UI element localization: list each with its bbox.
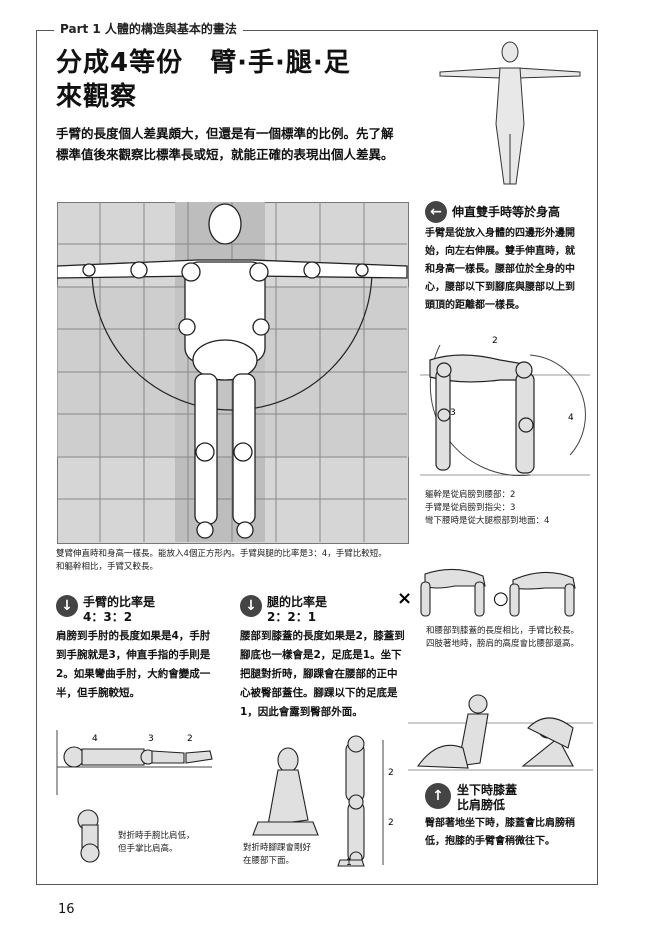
leg-caption-line-1: 對折時腳踝會剛好 <box>243 843 312 853</box>
t-pose-figure-illustration <box>439 41 581 185</box>
section-arm-height-title: 伸直雙手時等於身高 <box>452 204 561 219</box>
crawling-figures-illustration: × ○ <box>397 568 576 617</box>
intro-paragraph: 手臂的長度個人差異頗大，但還是有一個標準的比例。先了解標準值後來觀察比標準長或短… <box>56 126 394 162</box>
arrow-left-icon: ← <box>425 201 447 223</box>
section-arm-height: ← 伸直雙手時等於身高 手臂是從放入身體的四邊形外邊開始，向左右伸展。雙手伸直時… <box>425 201 575 315</box>
main-figure-caption: 雙臂伸直時和身高一樣長。能放入4個正方形內。手臂與腿的比率是3：4，手臂比較短。… <box>56 548 416 574</box>
leg-segments-illustration: 2 2 1 <box>252 735 394 868</box>
bending-figure-illustration: 2 3 4 <box>420 336 590 476</box>
arm-segments-illustration: 4 3 2 <box>56 730 213 863</box>
arm-label-3: 3 <box>148 734 154 744</box>
section-leg-ratio: ↓ 腿的比率是 2：2：1 腰部到膝蓋的長度如果是2，膝蓋到腳底也一樣會是2，足… <box>240 595 405 722</box>
section-sitting: ↑ 坐下時膝蓋 比肩膀低 臀部著地坐下時，膝蓋會比肩膀稍低，抱膝的手臂會稍微往下… <box>425 783 585 851</box>
bend-label-3: 3 <box>450 408 456 418</box>
arm-caption-line-2: 但手掌比肩高。 <box>118 844 178 854</box>
hand-ratio-text: 肩膀到手肘的長度如果是4，手肘到手腕就是3，伸直手指的手則是2。如果彎曲手肘，大… <box>56 630 211 699</box>
bend-label-2: 2 <box>492 336 498 346</box>
main-caption-line-2: 和軀幹相比，手臂又較長。 <box>56 562 159 572</box>
bend-caption-line-2: 手臂是從肩膀到指尖：3 <box>425 503 516 513</box>
main-caption-line-1: 雙臂伸直時和身高一樣長。能放入4個正方形內。手臂與腿的比率是3：4，手臂比較短。 <box>56 549 387 559</box>
hand-ratio-title-line-1: 手臂的比率是 <box>83 595 156 609</box>
arm-segments-caption: 對折時手腕比肩低， 但手掌比肩高。 <box>118 830 228 856</box>
bend-caption: 軀幹是從肩膀到腰部：2 手臂是從肩膀到指尖：3 彎下腰時是從大腿根部到地面：4 <box>425 489 585 528</box>
title-line-2: 來觀察 <box>56 82 138 112</box>
right-mark: ○ <box>493 588 509 609</box>
leg-ratio-text: 腰部到膝蓋的長度如果是2，膝蓋到腳底也一樣會是2，足底是1。坐下把腿對折時，腳踝… <box>240 630 405 718</box>
leg-caption-line-2: 在腰部下面。 <box>243 856 295 866</box>
page-number: 16 <box>58 902 75 917</box>
arrow-down-icon: ↓ <box>240 595 262 617</box>
crawl-caption: 和腰部到膝蓋的長度相比，手臂比較長。四肢著地時，膀肩的高度會比腰部還高。 <box>426 626 580 649</box>
bend-label-4: 4 <box>568 413 574 423</box>
leg-ratio-title-line-1: 腿的比率是 <box>267 595 328 609</box>
leg-label-2b: 2 <box>388 818 394 828</box>
leg-ratio-title-line-2: 2：2：1 <box>267 610 317 624</box>
arm-label-4: 4 <box>92 734 98 744</box>
section-hand-ratio: ↓ 手臂的比率是 4：3：2 肩膀到手肘的長度如果是4，手肘到手腕就是3，伸直手… <box>56 595 216 703</box>
sitting-text: 臀部著地坐下時，膝蓋會比肩膀稍低，抱膝的手臂會稍微往下。 <box>425 818 575 847</box>
arrow-up-icon: ↑ <box>425 783 451 809</box>
wrong-mark: × <box>397 588 412 609</box>
leg-label-1: 1 <box>346 858 352 868</box>
section-arm-height-text: 手臂是從放入身體的四邊形外邊開始，向左右伸展。雙手伸直時，就和身高一樣長。腰部位… <box>425 228 575 311</box>
leg-segments-caption: 對折時腳踝會剛好 在腰部下面。 <box>243 842 353 868</box>
arm-label-2: 2 <box>187 734 193 744</box>
part-title: Part 1 人體的構造與基本的畫法 <box>54 20 243 37</box>
sitting-title-line-1: 坐下時膝蓋 <box>457 783 518 797</box>
sitting-title-line-2: 比肩膀低 <box>457 798 506 812</box>
page-frame <box>36 30 598 885</box>
sitting-figures-illustration <box>408 694 593 771</box>
title-line-1: 分成4等份 臂·手·腿·足 <box>56 48 351 78</box>
bend-caption-line-1: 軀幹是從肩膀到腰部：2 <box>425 490 516 500</box>
hand-ratio-title-line-2: 4：3：2 <box>83 610 133 624</box>
leg-label-2a: 2 <box>388 768 394 778</box>
standing-figure-grid-illustration <box>57 202 409 542</box>
arrow-down-icon: ↓ <box>56 595 78 617</box>
bend-caption-line-3: 彎下腰時是從大腿根部到地面：4 <box>425 516 550 526</box>
arm-caption-line-1: 對折時手腕比肩低， <box>118 831 195 841</box>
page-title: 分成4等份 臂·手·腿·足 來觀察 <box>56 46 351 114</box>
